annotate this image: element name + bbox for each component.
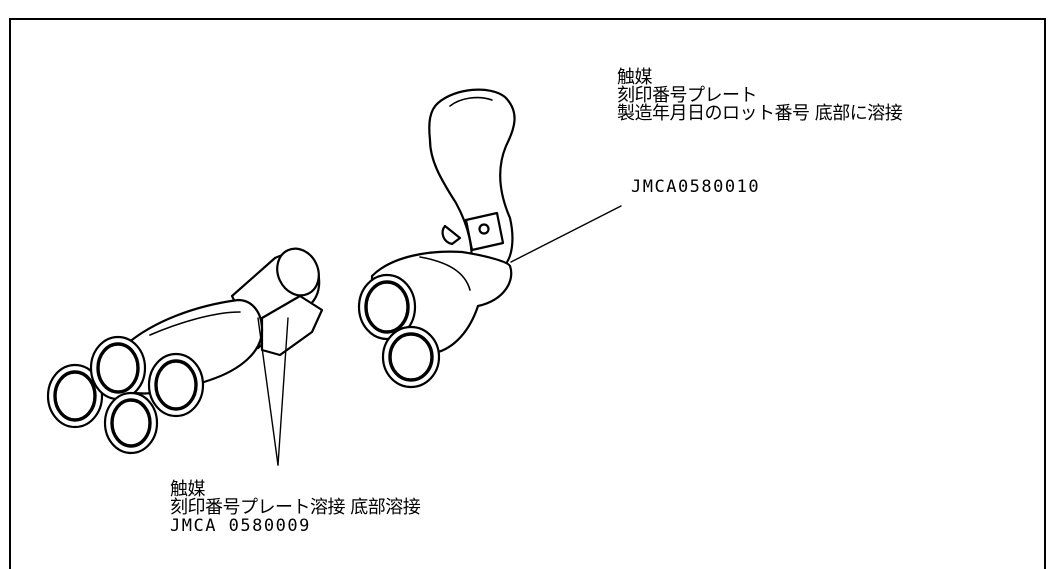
right-catalyst-label: 触媒 刻印番号プレート 製造年月日のロット番号 底部に溶接: [617, 67, 903, 124]
right-catalyst-code: JMCA0580010: [631, 177, 761, 197]
left-label-line1: 触媒: [170, 479, 206, 500]
left-catalyst-drawing: [46, 247, 324, 455]
right-label-line1: 触媒: [617, 67, 653, 88]
leader-line-left-a: [257, 317, 279, 466]
leader-line-right: [510, 205, 622, 263]
diagram-frame: [9, 18, 1046, 569]
right-label-line3: 製造年月日のロット番号 底部に溶接: [617, 103, 903, 124]
right-label-line2: 刻印番号プレート: [617, 85, 758, 106]
left-catalyst-label: 触媒 刻印番号プレート溶接 底部溶接 JMCA 0580009: [170, 479, 421, 536]
leader-line-left-b: [277, 317, 289, 466]
left-catalyst-code: JMCA 0580009: [170, 516, 311, 536]
right-catalyst-drawing: [357, 88, 516, 389]
left-label-line2: 刻印番号プレート溶接 底部溶接: [170, 497, 421, 518]
